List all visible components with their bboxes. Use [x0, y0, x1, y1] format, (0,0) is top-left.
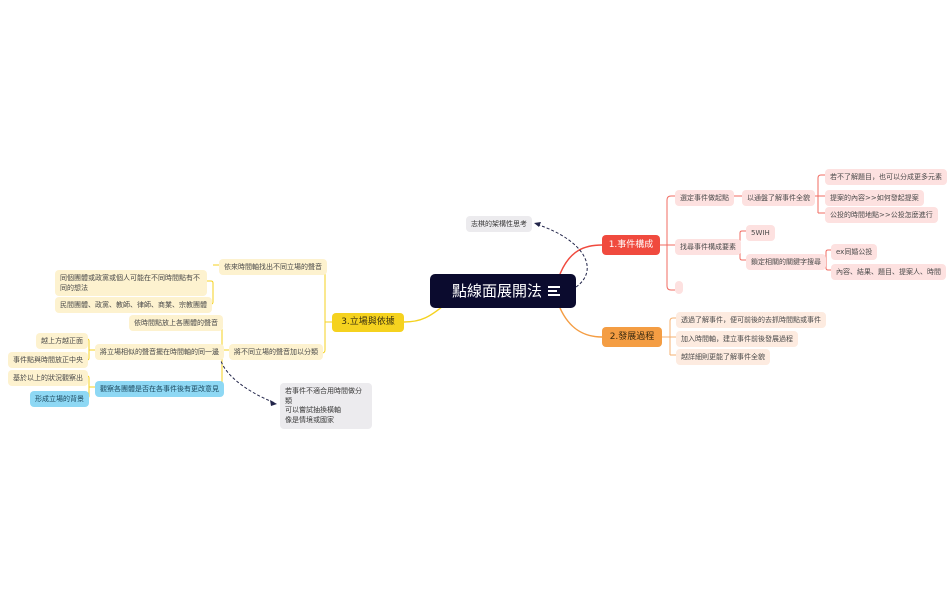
empty-node[interactable] — [675, 281, 683, 294]
node-leaf[interactable]: 事件點與時間放正中央 — [8, 352, 88, 368]
branch-stance-basis[interactable]: 3.立場與依據 — [332, 313, 404, 332]
node-select-event[interactable]: 選定事件做起點 — [675, 190, 734, 206]
node-leaf[interactable]: ex同婚公投 — [831, 244, 878, 260]
node-classify-voices[interactable]: 將不同立場的聲音加以分類 — [229, 344, 323, 360]
node-leaf[interactable]: 提案的內容>>如何發起提案 — [825, 190, 924, 206]
node-observe-change[interactable]: 觀察各團體是否在各事件後有更改意見 — [95, 381, 224, 397]
node-leaf[interactable]: 加入時間軸，建立事件前後發展過程 — [676, 331, 798, 347]
floating-note-bottom[interactable]: 若事件不適合用時間做分類 可以嘗試抽換橫軸 像是情境或國家 — [280, 383, 372, 429]
node-leaf[interactable]: 若不了解題目，也可以分成更多元素 — [825, 169, 947, 185]
root-topic[interactable]: 點線面展開法 — [430, 274, 576, 308]
node-leaf[interactable]: 越詳細則更能了解事件全貌 — [676, 349, 770, 365]
branch-development[interactable]: 2.發展過程 — [602, 327, 662, 347]
node-leaf[interactable]: 越上方越正面 — [36, 333, 88, 349]
branch-event-composition[interactable]: 1.事件構成 — [602, 235, 660, 255]
node-leaf[interactable]: 基於以上的狀況觀察出 — [8, 370, 88, 386]
root-label: 點線面展開法 — [452, 282, 543, 300]
menu-lines-icon[interactable] — [548, 286, 560, 296]
node-leaf[interactable]: 同個團體或政黨或個人可能在不同時間點有不同的想法 — [55, 270, 207, 296]
node-leaf[interactable]: 透過了解事件，便可前後的去抓時間點或事件 — [676, 312, 826, 328]
node-find-elements[interactable]: 找尋事件構成要素 — [675, 239, 741, 255]
node-keyword-search[interactable]: 鎖定相關的關鍵字搜尋 — [746, 254, 826, 270]
floating-note-top[interactable]: 志棋的架構性思考 — [466, 216, 532, 232]
node-find-voices[interactable]: 依來時間軸找出不同立場的聲音 — [219, 259, 327, 275]
node-leaf[interactable]: 形成立場的背景 — [30, 391, 89, 407]
node-leaf[interactable]: 內容、結果、題目、提案人、時間 — [831, 264, 946, 280]
node-overview[interactable]: 以通盤了解事件全貌 — [742, 190, 815, 206]
node-leaf[interactable]: 依時間點放上各團體的聲音 — [129, 315, 223, 331]
note-line: 若事件不適合用時間做分類 — [285, 387, 362, 405]
note-line: 可以嘗試抽換橫軸 — [285, 406, 341, 414]
node-same-side[interactable]: 將立場相似的聲音擺在時間軸的同一邊 — [95, 344, 224, 360]
note-line: 像是情境或國家 — [285, 415, 334, 424]
node-leaf[interactable]: 民間團體、政黨、教師、律師、商業、宗教團體 — [55, 297, 212, 313]
node-5wih[interactable]: 5WIH — [746, 225, 775, 241]
node-leaf[interactable]: 公投的時間地點>>公投怎麼進行 — [825, 207, 938, 223]
